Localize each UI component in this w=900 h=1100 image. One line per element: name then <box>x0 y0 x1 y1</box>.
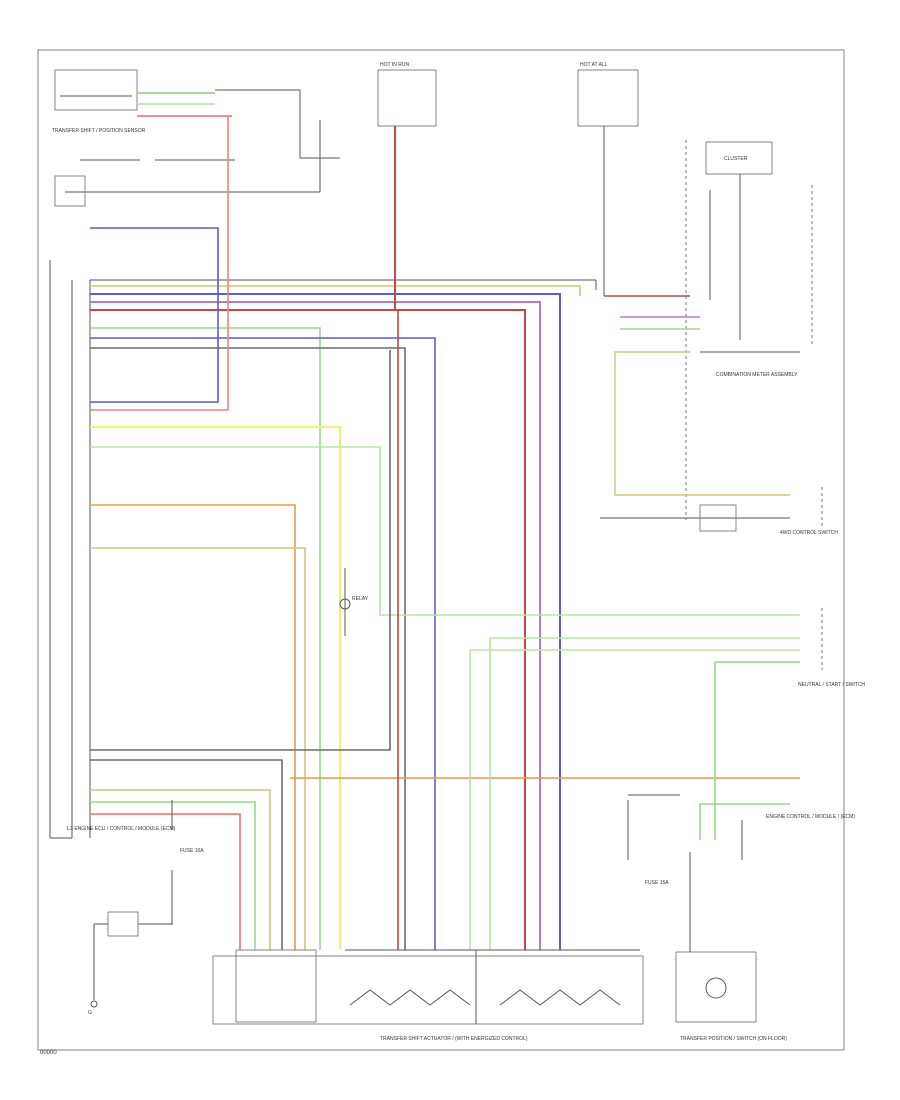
footer-code: 00000 <box>40 1050 57 1056</box>
right-top-feed: HOT AT ALL CLUSTER COMBINATION METER ASS… <box>577 62 838 536</box>
ecm-wire-bundle <box>90 116 800 950</box>
4wd-control-switch-label: 4WD CONTROL SWITCH <box>780 530 838 536</box>
relay-label: RELAY <box>352 596 369 602</box>
neutral-switch-label: NEUTRAL / START / SWITCH <box>798 682 865 688</box>
fuse-a-label: FUSE 10A <box>180 848 204 854</box>
diagram-border <box>37 49 845 1051</box>
cluster-box <box>705 141 773 175</box>
transfer-position-switch: TRANSFER POSITION / SWITCH (ON FLOOR) FU… <box>627 794 787 1042</box>
center-relay: RELAY <box>339 568 369 636</box>
right-mid-connectors: NEUTRAL / START / SWITCH ENGINE CONTROL … <box>766 608 865 820</box>
transfer-shift-sensor-label: TRANSFER SHIFT / POSITION SENSOR <box>52 128 146 134</box>
ecm-label: 1.3 ENGINE ECU / CONTROL / MODULE (ECM) <box>66 826 176 832</box>
left-bottom-components: 1.3 ENGINE ECU / CONTROL / MODULE (ECM) … <box>66 800 204 1016</box>
cluster-label: CLUSTER <box>724 156 748 162</box>
transfer-shift-sensor-connector: TRANSFER SHIFT / POSITION SENSOR <box>52 69 146 134</box>
transfer-position-switch-label: TRANSFER POSITION / SWITCH (ON FLOOR) <box>680 1036 787 1042</box>
combination-meter-label: COMBINATION METER ASSEMBLY <box>716 372 798 378</box>
transfer-shift-actuator: TRANSFER SHIFT ACTUATOR / (WITH ENERGIZE… <box>212 949 644 1042</box>
transfer-shift-actuator-label: TRANSFER SHIFT ACTUATOR / (WITH ENERGIZE… <box>380 1036 528 1042</box>
ecm-connector <box>49 260 597 839</box>
hot-in-run-feed: HOT IN RUN <box>377 62 437 950</box>
hot-at-all-label: HOT AT ALL <box>580 62 608 68</box>
hot-in-run-label: HOT IN RUN <box>380 62 409 68</box>
engine-control-module-label: ENGINE CONTROL / MODULE / (ECM) <box>766 814 855 820</box>
ground-label: G <box>88 1010 92 1016</box>
fuse-b-label: FUSE 15A <box>645 880 669 886</box>
top-left-wiring <box>54 89 340 207</box>
